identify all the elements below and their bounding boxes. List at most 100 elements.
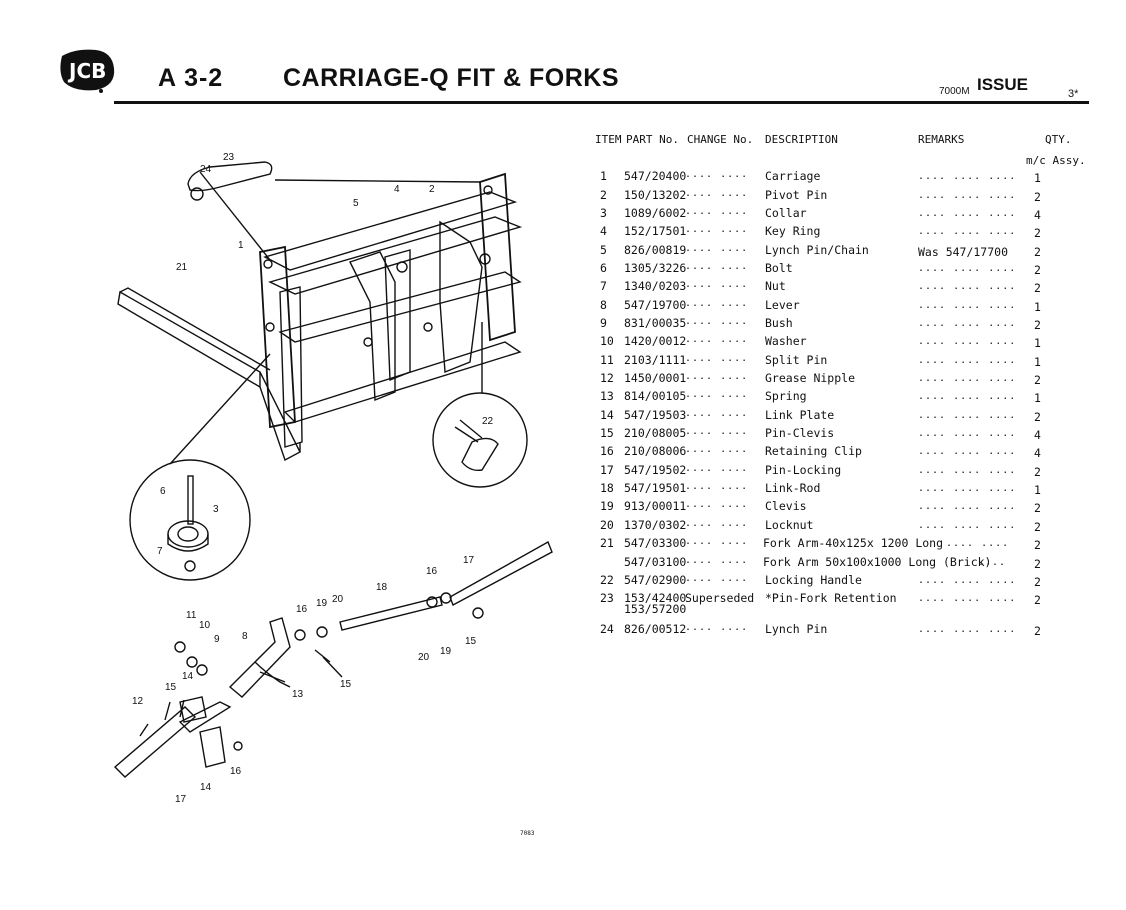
row-description: Split Pin: [765, 353, 828, 367]
col-header-qty: QTY.: [1045, 133, 1072, 146]
row-item-number: 8: [600, 298, 607, 312]
row-quantity: 1: [1034, 483, 1041, 497]
row-remarks: .... .... ....: [918, 263, 1017, 274]
row-item-number: 9: [600, 316, 607, 330]
row-description: Lynch Pin/Chain: [765, 243, 869, 257]
row-description: Pivot Pin: [765, 188, 828, 202]
row-item-number: 18: [600, 481, 614, 495]
row-remarks: .... .... ....: [918, 171, 1017, 182]
row-remarks: .... .... ....: [918, 501, 1017, 512]
row-part-number: 1420/0012: [624, 334, 687, 348]
callout-4: 4: [394, 184, 400, 195]
row-part-number: 1450/0001: [624, 371, 687, 385]
callout-14: 14: [182, 671, 194, 682]
row-quantity: 2: [1034, 190, 1041, 204]
row-change-number: .... ....: [685, 463, 749, 474]
row-item-number: 19: [600, 499, 614, 513]
row-part-number: 1089/6002: [624, 206, 687, 220]
row-item-number: 10: [600, 334, 614, 348]
row-item-number: 11: [600, 353, 614, 367]
row-quantity: 1: [1034, 391, 1041, 405]
row-description: Pin-Clevis: [765, 426, 835, 440]
row-change-number: .... ....: [685, 622, 749, 633]
row-part-number: 1370/0302: [624, 518, 687, 532]
row-change-number: .... ....: [685, 188, 749, 199]
row-part-number-alt: 153/57200: [624, 602, 687, 616]
detail-circle-collar: [129, 353, 271, 581]
callout-7: 7: [157, 546, 163, 557]
callout-20b: 20: [418, 652, 430, 663]
row-item-number: 16: [600, 444, 614, 458]
detail-circle-locking-handle: [432, 322, 528, 488]
sheet-code: A 3-2: [158, 64, 224, 92]
row-quantity: 2: [1034, 245, 1041, 259]
row-change-number: .... ....: [685, 536, 749, 547]
row-description: Locking Handle: [765, 573, 862, 587]
callout-21: 21: [176, 262, 188, 273]
row-change-number: .... ....: [685, 408, 749, 419]
row-remarks: .... .... ....: [918, 520, 1017, 531]
row-part-number: 547/03300: [624, 536, 687, 550]
row-description: Lynch Pin: [765, 622, 828, 636]
row-description: Bolt: [765, 261, 793, 275]
row-part-number: 831/00035: [624, 316, 687, 330]
row-item-number: 1: [600, 169, 607, 183]
row-quantity: 2: [1034, 557, 1041, 571]
callout-10: 10: [199, 620, 211, 631]
row-item-number: 21: [600, 536, 614, 550]
row-change-number: .... ....: [685, 353, 749, 364]
row-item-number: 3: [600, 206, 607, 220]
row-remarks: .... .... ....: [918, 281, 1017, 292]
row-change-number: .... ....: [685, 169, 749, 180]
row-change-number: .... ....: [685, 389, 749, 400]
col-header-part-no: PART No.: [626, 133, 679, 146]
row-part-number: 547/20400: [624, 169, 687, 183]
row-quantity: 1: [1034, 355, 1041, 369]
row-remarks: .... .... ....: [918, 355, 1017, 366]
jcb-logo: JCB: [56, 46, 118, 94]
row-item-number: 4: [600, 224, 607, 238]
row-remarks: .... .... ....: [918, 624, 1017, 635]
row-quantity: 2: [1034, 624, 1041, 638]
row-change-number: .... ....: [685, 224, 749, 235]
row-part-number: 547/19503: [624, 408, 687, 422]
row-quantity: 4: [1034, 208, 1041, 222]
col-header-remarks: REMARKS: [918, 133, 965, 146]
callout-16: 16: [426, 566, 438, 577]
row-quantity: 2: [1034, 593, 1041, 607]
row-change-number: .... ....: [685, 481, 749, 492]
row-remarks: .... .... ....: [918, 446, 1017, 457]
row-change-number: .... ....: [685, 334, 749, 345]
row-part-number: 153/42400: [624, 591, 687, 605]
callout-2: 2: [429, 184, 435, 195]
row-quantity: 1: [1034, 171, 1041, 185]
row-change-number: .... ....: [685, 518, 749, 529]
footer-code: 7083: [520, 830, 535, 837]
row-item-number: 22: [600, 573, 614, 587]
exploded-parts-diagram: 23 24 4 2 5 1 21 22 6 3 7 17 16 18 19 20…: [110, 142, 580, 822]
page-title: CARRIAGE-Q FIT & FORKS: [283, 64, 619, 92]
row-part-number: 814/00105: [624, 389, 687, 403]
row-change-number: .... ....: [685, 206, 749, 217]
row-quantity: 2: [1034, 281, 1041, 295]
row-description: Fork Arm-40x125x 1200 Long: [763, 536, 944, 550]
row-remarks: .... .... ....: [918, 208, 1017, 219]
row-part-number: 826/00512: [624, 622, 687, 636]
issue-number: 3*: [1068, 88, 1079, 100]
row-remarks: ....: [978, 557, 1007, 568]
detail-circle-fork-retention: [187, 161, 481, 261]
row-description: Nut: [765, 279, 786, 293]
callout-22: 22: [482, 416, 494, 427]
callout-24: 24: [200, 164, 212, 175]
row-part-number: 1305/3226: [624, 261, 687, 275]
row-quantity: 4: [1034, 446, 1041, 460]
row-part-number: 210/08005: [624, 426, 687, 440]
row-remarks: .... .... ....: [918, 575, 1017, 586]
row-quantity: 2: [1034, 465, 1041, 479]
issue-label: ISSUE: [977, 75, 1029, 94]
row-remarks: .... .... ....: [918, 428, 1017, 439]
row-remarks: .... .... ....: [918, 593, 1017, 604]
row-remarks: .... .... ....: [918, 483, 1017, 494]
callout-1: 1: [238, 240, 244, 251]
row-description: Locknut: [765, 518, 814, 532]
